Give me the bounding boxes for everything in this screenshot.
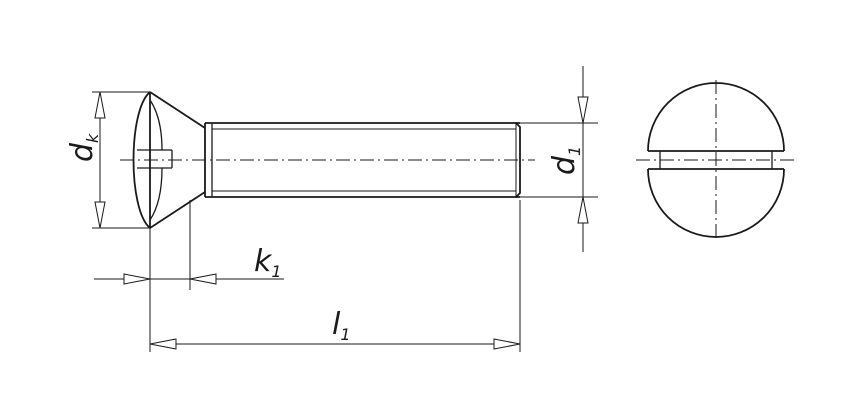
cone-top <box>149 91 206 129</box>
l1-arrow-right <box>493 338 521 350</box>
d1-arrow-top <box>577 96 589 124</box>
dk-arrow-bottom <box>94 201 106 229</box>
slot-curve-bottom <box>149 167 163 221</box>
dimension-k1: k1 <box>94 200 284 352</box>
dimension-d1: d1 <box>520 66 598 252</box>
slot-curve-top <box>149 99 163 151</box>
screw-shank-side <box>204 122 521 198</box>
shank-tip <box>515 122 521 198</box>
dk-arrow-top <box>94 91 106 119</box>
k1-label: k1 <box>254 244 282 281</box>
d1-label: d1 <box>547 146 584 175</box>
k1-arrow-left <box>123 273 151 285</box>
cone-bottom <box>149 191 206 229</box>
dk-label: dk <box>65 133 102 162</box>
dimension-dk: dk <box>65 91 150 229</box>
dimension-l1: l1 <box>149 200 521 352</box>
l1-label: l1 <box>332 307 351 344</box>
k1-arrow-right <box>189 273 217 285</box>
screw-head-top-view <box>636 80 796 240</box>
l1-arrow-left <box>149 338 177 350</box>
d1-arrow-bottom <box>577 196 589 224</box>
